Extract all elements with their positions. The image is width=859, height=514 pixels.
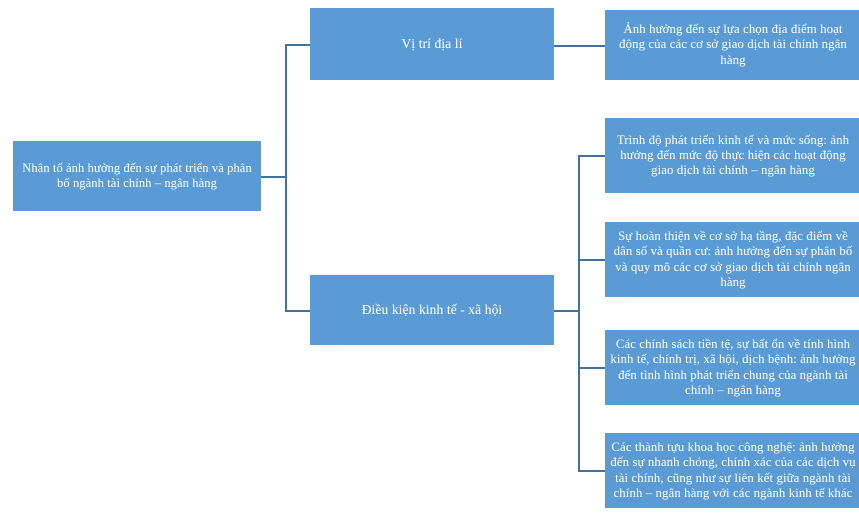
connector-to-dieu-kien-kt-xh: [285, 310, 311, 312]
node-dieu-kien-kinh-te-xa-hoi[interactable]: Điều kiện kinh tế - xã hội: [310, 275, 554, 345]
connector-to-child-3: [578, 367, 606, 369]
node-detail-1[interactable]: Trình độ phát triển kinh tế và mức sống:…: [605, 118, 859, 193]
node-detail-2[interactable]: Sự hoàn thiện về cơ sở hạ tầng, đặc điểm…: [605, 222, 859, 297]
node-detail-3[interactable]: Các chính sách tiền tệ, sự bất ổn về tín…: [605, 330, 859, 405]
node-detail-1-label: Trình độ phát triển kinh tế và mức sống:…: [616, 132, 850, 178]
node-detail-4-label: Các thành tựu khoa học công nghệ: ảnh hư…: [610, 440, 856, 500]
connector-dieu-kien-out: [554, 310, 579, 312]
connector-left-trunk: [285, 44, 287, 311]
node-dieu-kien-kinh-te-xa-hoi-label: Điều kiện kinh tế - xã hội: [361, 302, 503, 318]
node-vi-tri-dia-li[interactable]: Vị trí địa lí: [310, 8, 554, 80]
connector-right-trunk: [578, 155, 580, 471]
connector-vi-tri-to-child: [554, 45, 606, 47]
node-root[interactable]: Nhân tố ảnh hưởng đến sự phát triển và p…: [13, 141, 261, 211]
node-detail-0[interactable]: Ảnh hưởng đến sự lựa chọn địa điểm hoạt …: [605, 10, 859, 80]
connector-to-vi-tri-dia-li: [285, 44, 311, 46]
node-root-label: Nhân tố ảnh hưởng đến sự phát triển và p…: [22, 161, 252, 190]
node-vi-tri-dia-li-label: Vị trí địa lí: [401, 36, 463, 52]
connector-to-child-4: [578, 470, 606, 472]
node-detail-3-label: Các chính sách tiền tệ, sự bất ổn về tín…: [610, 337, 856, 397]
node-detail-0-label: Ảnh hưởng đến sự lựa chọn địa điểm hoạt …: [619, 22, 847, 67]
node-detail-4[interactable]: Các thành tựu khoa học công nghệ: ảnh hư…: [605, 433, 859, 508]
connector-root-stub: [261, 176, 286, 178]
connector-to-child-2: [578, 259, 606, 261]
connector-to-child-1: [578, 155, 606, 157]
node-detail-2-label: Sự hoàn thiện về cơ sở hạ tầng, đặc điểm…: [613, 229, 853, 289]
